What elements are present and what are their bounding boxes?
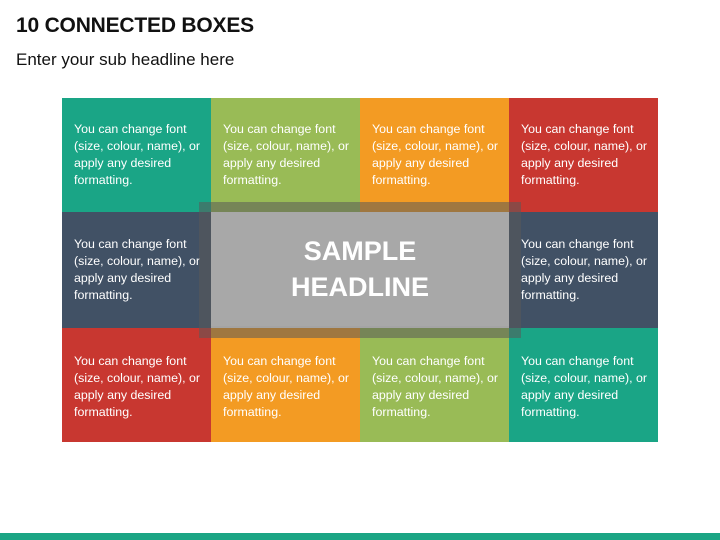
box-5-text: You can change font (size, colour, name)…: [74, 237, 201, 302]
slide-title: 10 CONNECTED BOXES: [16, 14, 254, 37]
center-box: SAMPLE HEADLINE: [211, 212, 509, 326]
slide-subtitle: Enter your sub headline here: [16, 50, 235, 69]
box-5: You can change font (size, colour, name)…: [62, 212, 211, 328]
box-7-text: You can change font (size, colour, name)…: [74, 354, 201, 419]
box-6: You can change font (size, colour, name)…: [509, 212, 658, 328]
box-2: You can change font (size, colour, name)…: [211, 98, 360, 212]
box-9-text: You can change font (size, colour, name)…: [372, 354, 499, 419]
box-10-text: You can change font (size, colour, name)…: [521, 354, 648, 419]
box-7: You can change font (size, colour, name)…: [62, 328, 211, 442]
box-8: You can change font (size, colour, name)…: [211, 328, 360, 442]
box-6-text: You can change font (size, colour, name)…: [521, 237, 648, 302]
center-headline: SAMPLE HEADLINE: [290, 236, 429, 302]
box-1-text: You can change font (size, colour, name)…: [74, 122, 201, 187]
box-1: You can change font (size, colour, name)…: [62, 98, 211, 212]
box-10: You can change font (size, colour, name)…: [509, 328, 658, 442]
box-4: You can change font (size, colour, name)…: [509, 98, 658, 212]
box-4-text: You can change font (size, colour, name)…: [521, 122, 648, 187]
box-2-text: You can change font (size, colour, name)…: [223, 122, 350, 187]
footer-bar: [0, 533, 720, 540]
box-3: You can change font (size, colour, name)…: [360, 98, 509, 212]
box-9: You can change font (size, colour, name)…: [360, 328, 509, 442]
box-3-text: You can change font (size, colour, name)…: [372, 122, 499, 187]
box-8-text: You can change font (size, colour, name)…: [223, 354, 350, 419]
